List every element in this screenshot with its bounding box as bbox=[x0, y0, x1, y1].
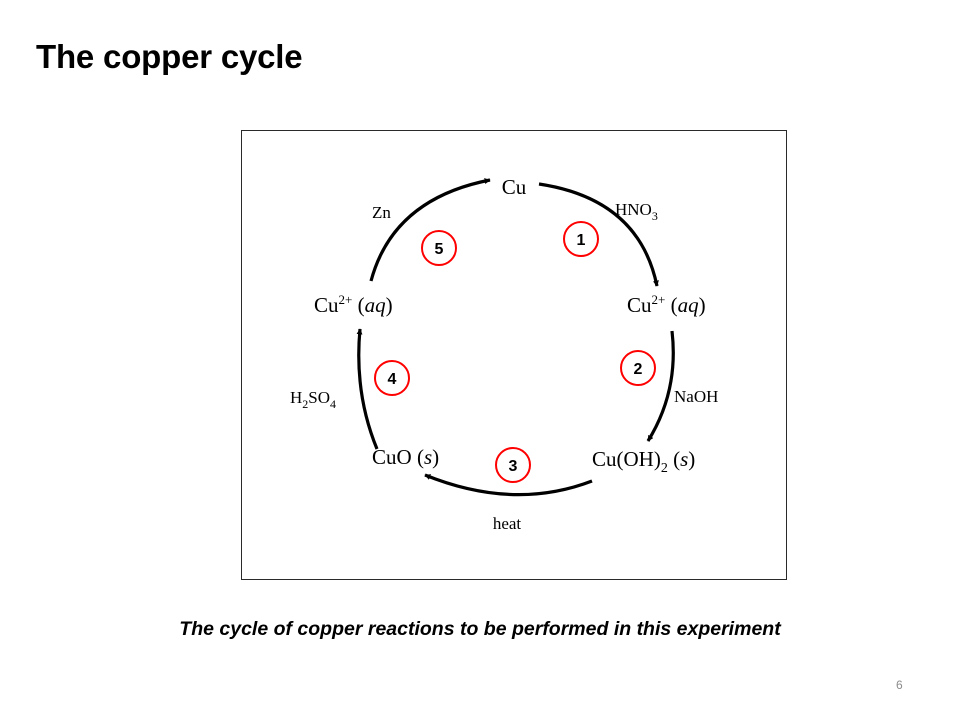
copper-cycle-diagram: Cu Cu2+ (aq) Cu(OH)2 (s) CuO (s) Cu2+ (a… bbox=[241, 130, 787, 580]
reagent-zn: Zn bbox=[372, 203, 391, 222]
step-marker-2: 2 bbox=[620, 350, 656, 386]
cycle-svg: Cu Cu2+ (aq) Cu(OH)2 (s) CuO (s) Cu2+ (a… bbox=[290, 175, 718, 533]
svg-text:1: 1 bbox=[577, 232, 586, 249]
reagent-heat: heat bbox=[493, 514, 522, 533]
arrow-step-5 bbox=[369, 178, 491, 282]
arrow-step-2 bbox=[646, 330, 675, 442]
svg-text:4: 4 bbox=[388, 371, 397, 388]
reagent-h2so4: H2SO4 bbox=[290, 388, 336, 411]
arrow-step-4 bbox=[356, 328, 379, 450]
svg-text:3: 3 bbox=[509, 458, 518, 475]
species-cu: Cu bbox=[502, 175, 527, 199]
arrow-step-3 bbox=[424, 473, 593, 497]
arrow-step-1 bbox=[538, 182, 659, 287]
species-cuoh2-s: Cu(OH)2 (s) bbox=[592, 447, 695, 476]
step-marker-4: 4 bbox=[374, 360, 410, 396]
species-cu2-aq-right: Cu2+ (aq) bbox=[627, 292, 706, 317]
species-cuo-s: CuO (s) bbox=[372, 445, 439, 469]
step-marker-3: 3 bbox=[495, 447, 531, 483]
step-marker-1: 1 bbox=[563, 221, 599, 257]
svg-text:2: 2 bbox=[634, 361, 643, 378]
reagent-naoh: NaOH bbox=[674, 387, 718, 406]
svg-text:5: 5 bbox=[435, 241, 444, 258]
figure-caption: The cycle of copper reactions to be perf… bbox=[179, 618, 781, 640]
reagent-hno3: HNO3 bbox=[615, 200, 658, 223]
page-number: 6 bbox=[896, 678, 903, 692]
step-marker-5: 5 bbox=[421, 230, 457, 266]
page-title: The copper cycle bbox=[36, 38, 303, 75]
species-cu2-aq-left: Cu2+ (aq) bbox=[314, 292, 393, 317]
